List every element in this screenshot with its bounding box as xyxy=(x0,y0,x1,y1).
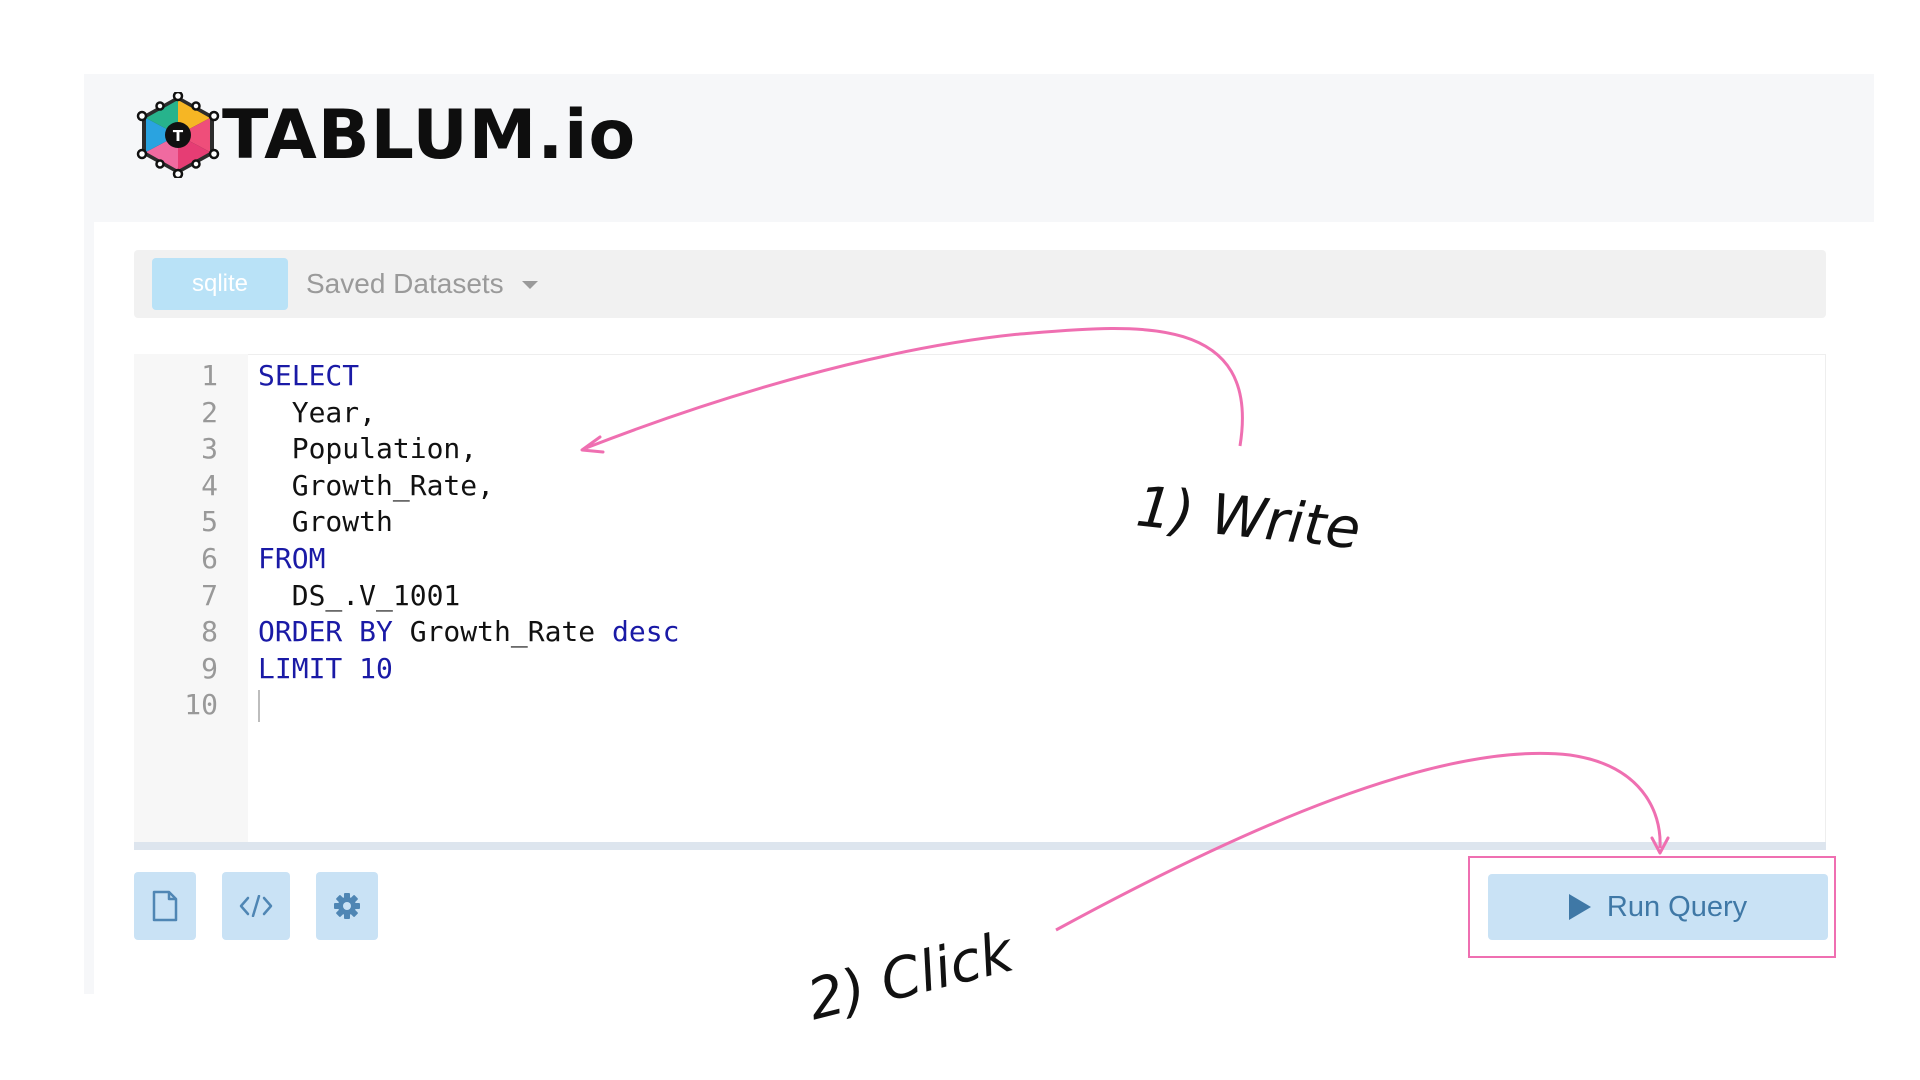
svg-text:T: T xyxy=(173,127,184,145)
annotation-highlight-box xyxy=(1468,856,1836,958)
caret-down-icon xyxy=(521,281,538,289)
settings-button[interactable] xyxy=(316,872,378,940)
sql-token: Year, xyxy=(258,395,377,429)
line-number: 4 xyxy=(201,468,218,502)
line-number: 6 xyxy=(201,541,218,575)
engine-sqlite-button[interactable]: sqlite xyxy=(152,258,288,310)
brand-name: TABLUM.io xyxy=(222,96,637,175)
sql-keyword: ORDER BY xyxy=(258,615,393,649)
code-view-button[interactable] xyxy=(222,872,290,940)
sql-keyword: LIMIT 10 xyxy=(258,651,393,685)
code-line[interactable] xyxy=(258,687,679,724)
code-line[interactable]: ORDER BY Growth_Rate desc xyxy=(258,614,679,651)
tablum-logo-icon: T xyxy=(136,92,220,178)
saved-datasets-dropdown[interactable]: Saved Datasets xyxy=(306,262,538,306)
gear-icon xyxy=(334,893,360,919)
app-header xyxy=(84,74,1874,222)
code-line[interactable]: SELECT xyxy=(258,358,679,395)
editor-scrollbar[interactable] xyxy=(134,842,1826,850)
code-line[interactable]: DS_.V_1001 xyxy=(258,578,679,615)
line-number: 2 xyxy=(201,395,218,429)
new-query-button[interactable] xyxy=(134,872,196,940)
code-line[interactable]: Year, xyxy=(258,395,679,432)
sql-token: Growth_Rate xyxy=(392,615,613,649)
code-line[interactable]: Population, xyxy=(258,431,679,468)
sql-token: Growth_Rate, xyxy=(258,468,495,502)
code-line[interactable]: FROM xyxy=(258,541,679,578)
line-number: 10 xyxy=(184,688,218,722)
file-icon xyxy=(152,890,178,922)
line-number: 7 xyxy=(201,578,218,612)
sql-keyword: FROM xyxy=(258,541,326,575)
code-line[interactable]: Growth_Rate, xyxy=(258,468,679,505)
line-number: 5 xyxy=(201,505,218,539)
sql-token: DS_.V_1001 xyxy=(258,578,461,612)
editor-gutter xyxy=(134,354,248,842)
sql-token: Population, xyxy=(258,432,478,466)
sql-keyword: SELECT xyxy=(258,359,360,392)
code-icon xyxy=(239,895,273,917)
code-line[interactable]: LIMIT 10 xyxy=(258,651,679,688)
annotation-step-click: 2) Click xyxy=(801,919,1020,1034)
line-number: 1 xyxy=(201,359,218,392)
line-number: 9 xyxy=(201,651,218,685)
sql-keyword: desc xyxy=(612,615,680,649)
sql-token: Growth xyxy=(258,505,393,539)
sql-code[interactable]: SELECT Year, Population, Growth_Rate, Gr… xyxy=(258,358,679,724)
panel-edge xyxy=(84,222,94,994)
line-number: 3 xyxy=(201,432,218,466)
line-number: 8 xyxy=(201,615,218,649)
saved-datasets-label: Saved Datasets xyxy=(306,268,504,299)
code-line[interactable]: Growth xyxy=(258,504,679,541)
query-toolbar xyxy=(134,250,1826,318)
text-cursor xyxy=(258,690,260,722)
